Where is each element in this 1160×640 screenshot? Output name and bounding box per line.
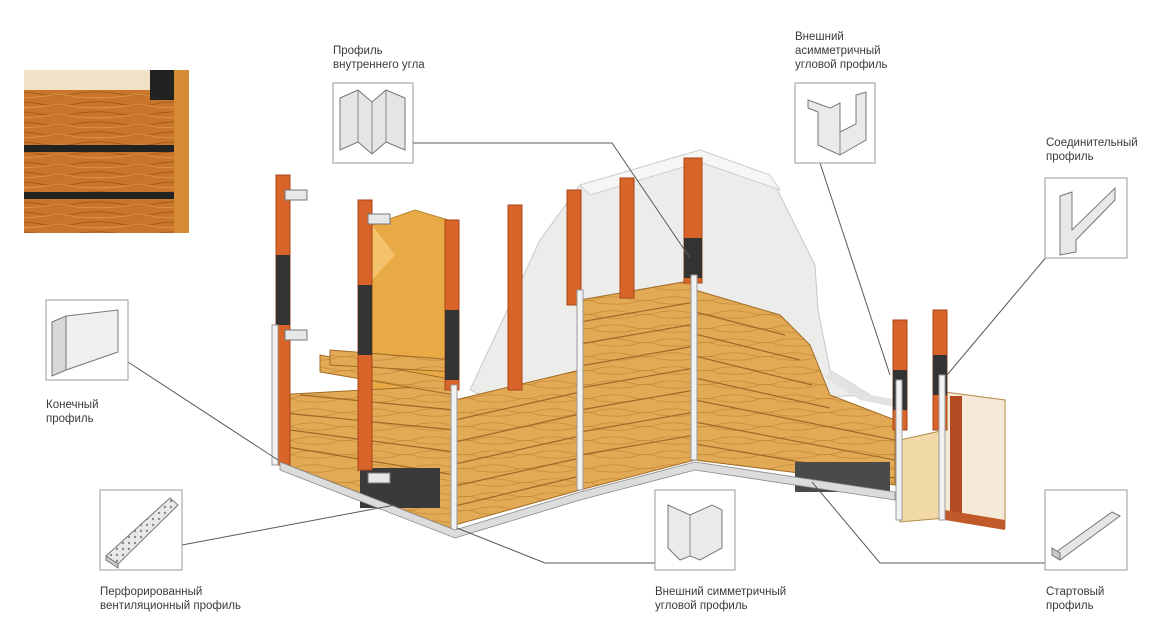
outer-asym-corner-label: Внешний асимметричный угловой профиль (795, 30, 888, 72)
starter-strips (279, 461, 896, 539)
outer-sym-corner-label: Внешний симметричный угловой профиль (655, 585, 786, 613)
outer-sym-corner-label-line2: угловой профиль (655, 600, 748, 612)
center-siding (579, 279, 696, 491)
inner-corner-label: Профиль внутреннего угла (333, 44, 425, 72)
outer-asym-corner-label-line1: Внешний (795, 31, 844, 43)
outer-asym-corner-label-line3: угловой профиль (795, 59, 888, 71)
outer-asym-corner-profile-image (794, 82, 876, 164)
window-section (899, 391, 1006, 530)
starter-label-line1: Стартовый (1046, 586, 1105, 598)
connector-label-line2: профиль (1046, 151, 1094, 163)
outer-sym-corner-label-line1: Внешний симметричный (655, 586, 787, 598)
end-profile-label-line1: Конечный (46, 399, 99, 411)
end-profile-image (45, 299, 129, 381)
perforated-profile-image (99, 489, 183, 571)
profile-strips (271, 274, 946, 531)
mounting-brackets (284, 189, 391, 484)
end-profile-label: Конечный профиль (46, 398, 99, 426)
starter-profile-image (1044, 489, 1128, 571)
connector-label: Соединительный профиль (1046, 136, 1138, 164)
leader-lines (127, 142, 1049, 564)
perforated-label-line1: Перфорированный (100, 586, 203, 598)
outer-sym-corner-profile-image (654, 489, 736, 571)
starter-label: Стартовый профиль (1046, 585, 1104, 613)
perforated-label: Перфорированный вентиляционный профиль (100, 585, 241, 613)
starter-label-line2: профиль (1046, 600, 1094, 612)
right-siding (694, 289, 896, 492)
inner-corner-profile-image (332, 82, 414, 164)
perforated-label-line2: вентиляционный профиль (100, 600, 241, 612)
inner-corner-label-line1: Профиль (333, 45, 383, 57)
end-profile-label-line2: профиль (46, 413, 94, 425)
inner-corner-label-line2: внутреннего угла (333, 59, 425, 71)
wood-sample-image (24, 70, 189, 233)
outer-asym-corner-label-line2: асимметричный (795, 45, 881, 57)
connector-label-line1: Соединительный (1046, 137, 1138, 149)
insulation-panel (371, 209, 456, 396)
connector-profile-image (1044, 177, 1128, 259)
